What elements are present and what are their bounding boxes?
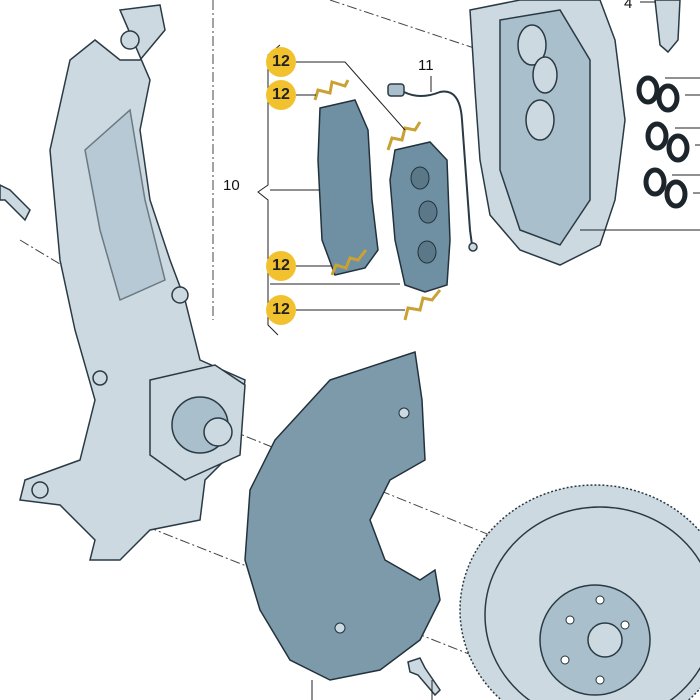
shield-screw xyxy=(407,657,441,697)
knuckle-bolt xyxy=(0,184,31,222)
callout-10: 10 xyxy=(223,177,240,194)
brake-disc xyxy=(459,484,700,700)
leader-line xyxy=(311,680,433,700)
brake-pad-outer xyxy=(389,141,451,293)
axis-line xyxy=(329,0,481,51)
pad-clip xyxy=(313,79,350,101)
piston-seals xyxy=(636,75,690,209)
wear-sensor xyxy=(387,83,478,252)
pad-clip xyxy=(330,249,368,276)
callout-4: 4 xyxy=(624,0,633,12)
leader-line xyxy=(665,77,700,194)
pad-clip xyxy=(386,121,422,151)
callout-12-badge: 12 xyxy=(266,295,296,325)
caliper-bolt xyxy=(654,0,681,54)
callout-12-badge: 12 xyxy=(266,251,296,281)
leader-line xyxy=(296,61,406,131)
brake-splash-shield xyxy=(244,351,441,681)
steering-knuckle xyxy=(19,4,246,561)
callout-12-badge: 12 xyxy=(266,80,296,110)
callout-12-badge: 12 xyxy=(266,47,296,77)
callout-11: 11 xyxy=(418,57,434,74)
pad-clip xyxy=(403,289,442,321)
brake-caliper xyxy=(469,0,626,266)
brake-pad-inner xyxy=(317,99,379,276)
